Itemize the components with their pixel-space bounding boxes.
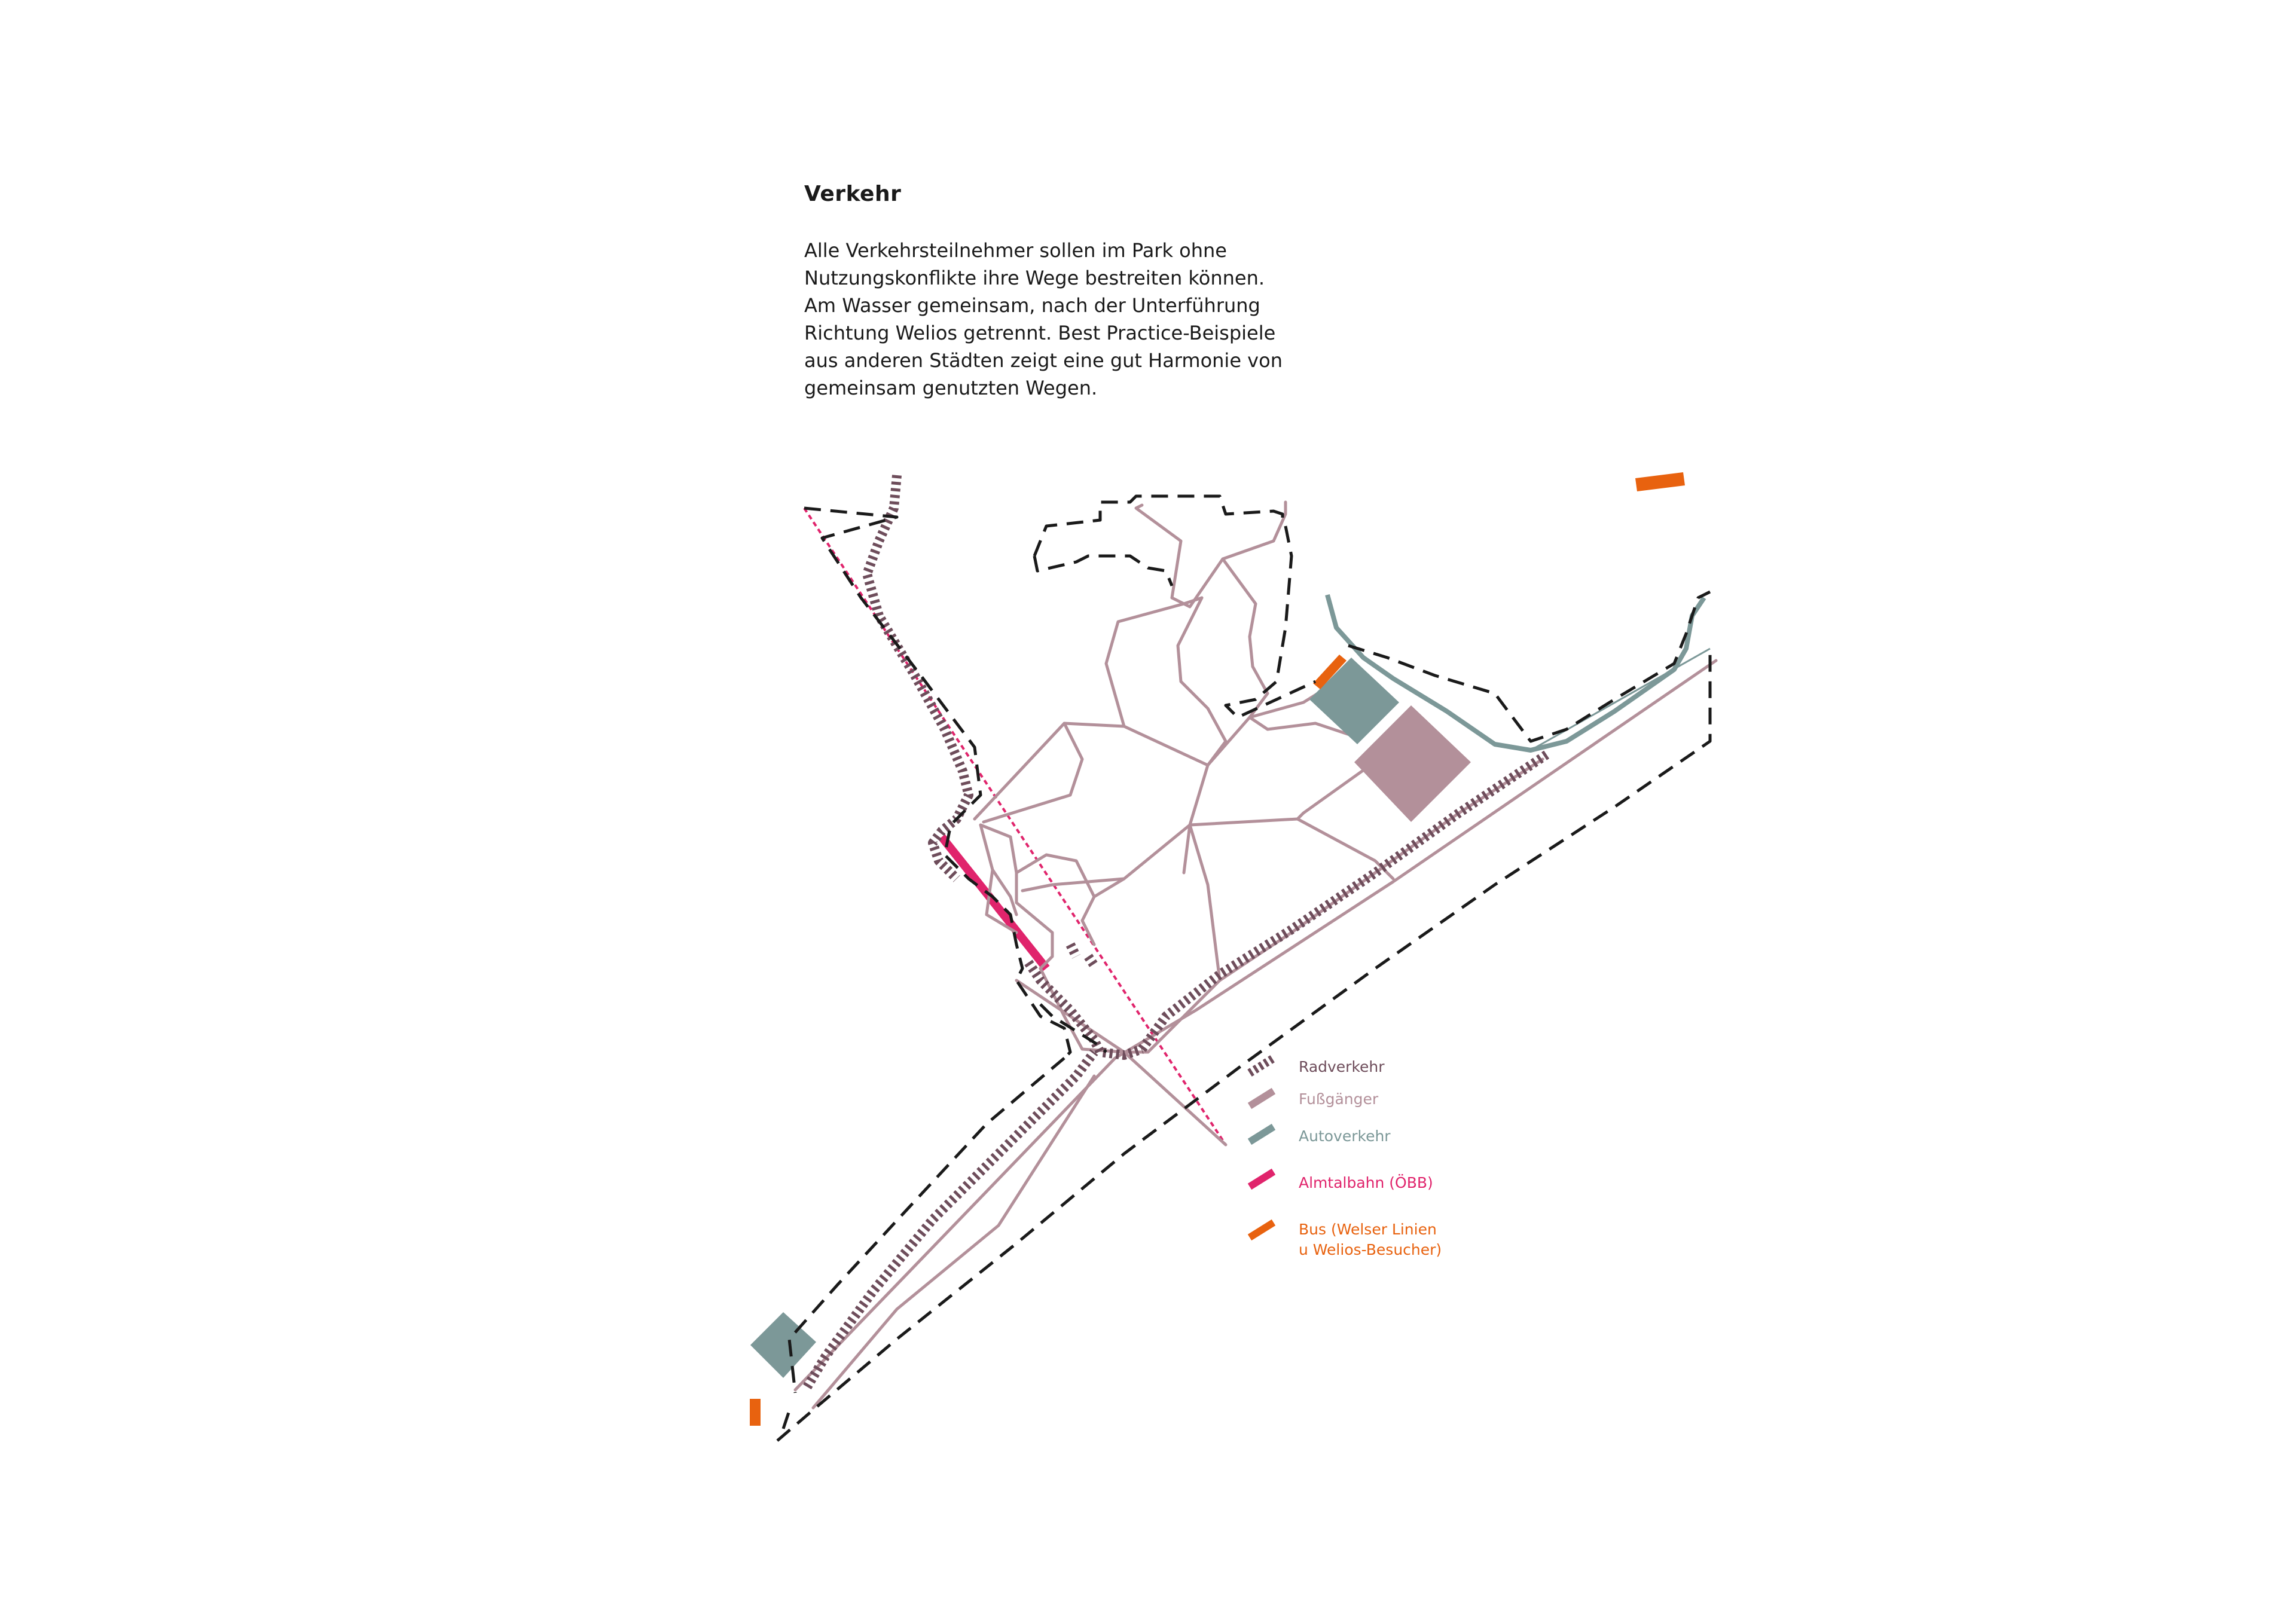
bus-stop-north-east (1635, 472, 1685, 491)
park-path (1015, 853, 1096, 898)
bike-path-northeast (1138, 749, 1552, 1052)
bike-path-southwest (803, 1049, 1098, 1390)
park-path (1021, 823, 1192, 893)
bike-route (803, 475, 1552, 1390)
pedestrian-plaza (1354, 705, 1471, 822)
car-parking-north (1309, 658, 1399, 744)
park-path (1170, 500, 1287, 609)
page-title: Verkehr (804, 182, 902, 206)
park-path (1080, 877, 1126, 946)
description-line: aus anderen Städten zeigt eine gut Harmo… (804, 349, 1283, 372)
legend-label-bus: Bus (Welser Linien (1299, 1221, 1437, 1238)
park-path (973, 722, 1210, 821)
boundary-west (804, 506, 1072, 1059)
park-path (979, 823, 1018, 916)
park-path (1221, 557, 1269, 719)
boundary-underpass (1039, 1003, 1107, 1053)
park-path (982, 722, 1084, 824)
pedestrian-network (793, 500, 1718, 1410)
legend-label-car: Autoverkehr (1299, 1127, 1391, 1145)
crossing-path (1039, 967, 1150, 1054)
boundary-southwest-outer (787, 1057, 1065, 1393)
rail-line (803, 507, 1227, 1146)
park-path (979, 823, 1018, 904)
park-path (985, 868, 1018, 934)
park-path (1248, 716, 1353, 737)
park-path (1182, 763, 1210, 875)
rail-solid-section (938, 834, 1050, 971)
park-path (1188, 823, 1222, 982)
boundary-park-notch (1033, 554, 1174, 586)
boundary-park-east (1224, 525, 1317, 719)
boundary-southwest-tip (781, 1410, 791, 1429)
main-road-edge-a (793, 659, 1718, 1392)
park-path (1176, 596, 1228, 767)
bike-mark (1065, 942, 1098, 968)
underpass-path (1146, 757, 1544, 1054)
park-path (1188, 751, 1389, 827)
pedestrian-line-icon (1247, 1087, 1276, 1109)
bus-stops (750, 472, 1685, 1426)
rail-dashed-line (803, 507, 1227, 1146)
description-line: Richtung Welios getrennt. Best Practice-… (804, 322, 1276, 344)
bike-path-riverside (862, 475, 973, 882)
car-line-icon (1247, 1123, 1276, 1145)
bus-stop-parking (1313, 655, 1347, 689)
bus-stop-south-west (750, 1399, 761, 1426)
rail-line-icon (1247, 1168, 1276, 1190)
car-road-thin (1530, 647, 1711, 751)
project-boundary (776, 494, 1712, 1442)
boundary-southwest-inner (776, 655, 1712, 1442)
legend-label-bus-line2: u Welios-Besucher) (1299, 1241, 1442, 1258)
park-path (1296, 817, 1395, 881)
bus-line-icon (1247, 1219, 1276, 1241)
park-path (1015, 901, 1054, 970)
car-road-north-east (1325, 594, 1706, 753)
park-path (1206, 686, 1329, 767)
description-line: Alle Verkehrsteilnehmer sollen im Park o… (804, 239, 1227, 262)
legend-label-bike: Radverkehr (1299, 1058, 1385, 1075)
boundary-park-north (1033, 494, 1284, 557)
text-block: Verkehr Alle Verkehrsteilnehmer sollen i… (804, 179, 1294, 402)
legend (1247, 1055, 1276, 1241)
description-line: gemeinsam genutzten Wegen. (804, 377, 1098, 399)
legend-label-rail: Almtalbahn (ÖBB) (1299, 1174, 1433, 1191)
description-line: Nutzungskonflikte ihre Wege bestreiten k… (804, 267, 1265, 289)
description-line: Am Wasser gemeinsam, nach der Unterführu… (804, 294, 1260, 317)
description: Alle Verkehrsteilnehmer sollen im Park o… (804, 237, 1294, 402)
boundary-car-north (1348, 590, 1711, 743)
legend-label-pedestrian: Fußgänger (1299, 1090, 1379, 1108)
park-path (1104, 596, 1204, 728)
road-path-b (811, 1074, 1096, 1410)
park-path (1134, 503, 1183, 600)
dashed-bike-line-icon (1247, 1055, 1276, 1077)
